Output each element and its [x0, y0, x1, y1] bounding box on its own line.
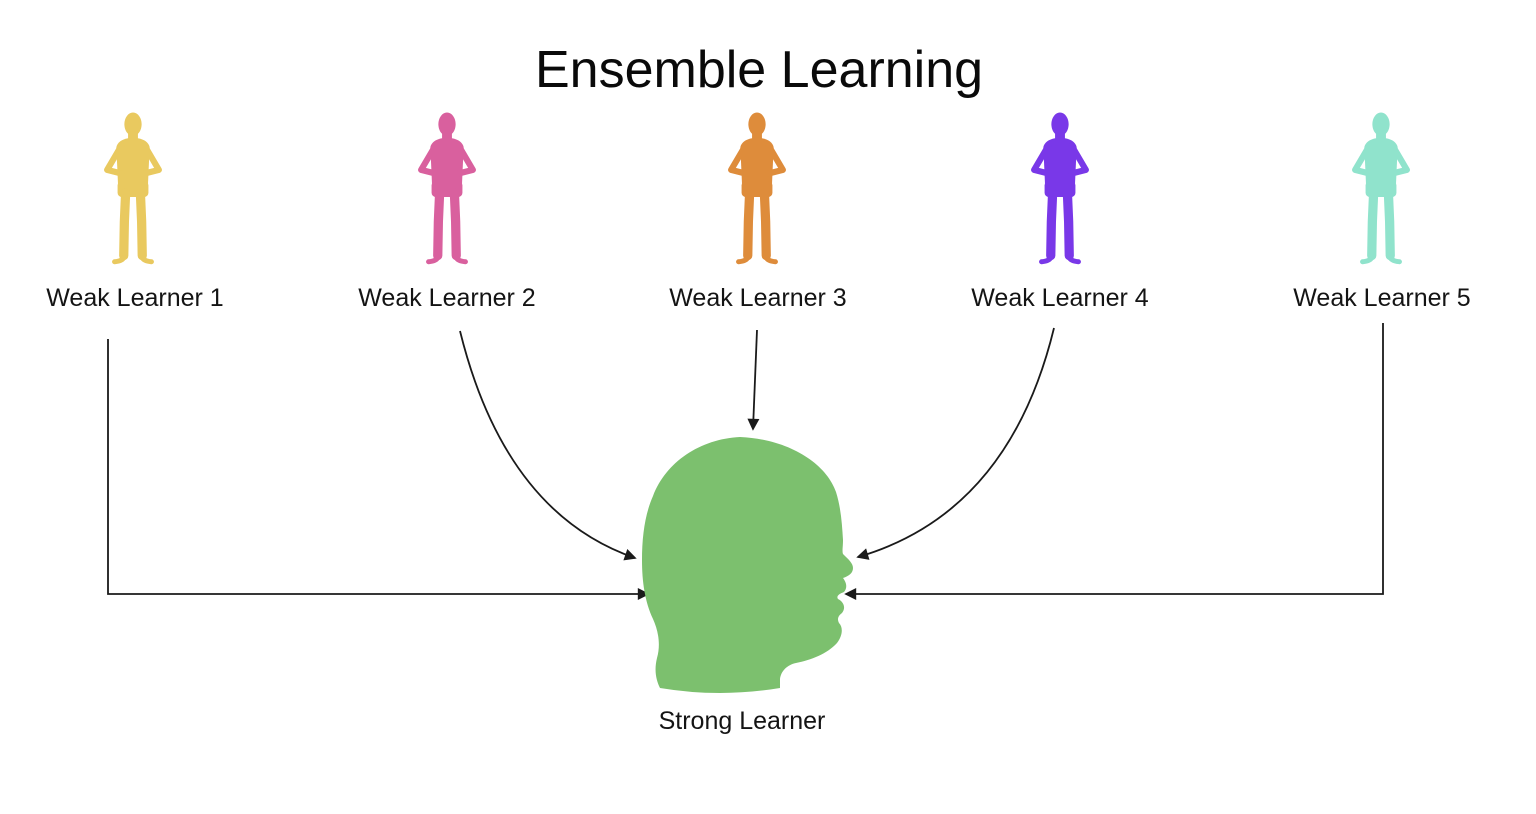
- person-icon: [720, 103, 794, 275]
- strong-learner-label: Strong Learner: [658, 707, 826, 735]
- arrow-weak-learner-1: [107, 339, 650, 600]
- person-icon: [96, 103, 170, 275]
- weak-learner-5-figure: [1344, 103, 1418, 275]
- weak-learner-4-figure: [1023, 103, 1097, 275]
- weak-learner-1-figure: [96, 103, 170, 275]
- page-title: Ensemble Learning: [534, 41, 984, 99]
- arrow-weak-learner-4: [856, 327, 1055, 560]
- person-icon: [410, 103, 484, 275]
- weak-learner-2-label: Weak Learner 2: [358, 284, 536, 312]
- weak-learner-3-figure: [720, 103, 794, 275]
- weak-learner-1-label: Weak Learner 1: [46, 284, 224, 312]
- person-icon: [1023, 103, 1097, 275]
- arrow-weak-learner-2: [459, 330, 637, 561]
- weak-learner-2-figure: [410, 103, 484, 275]
- arrow-weak-learner-5: [844, 323, 1384, 600]
- weak-learner-5-label: Weak Learner 5: [1293, 284, 1471, 312]
- weak-learner-3-label: Weak Learner 3: [669, 284, 847, 312]
- arrow-weak-learner-3: [747, 329, 760, 431]
- weak-learner-4-label: Weak Learner 4: [971, 284, 1149, 312]
- person-icon: [1344, 103, 1418, 275]
- head-silhouette-icon: [642, 437, 853, 693]
